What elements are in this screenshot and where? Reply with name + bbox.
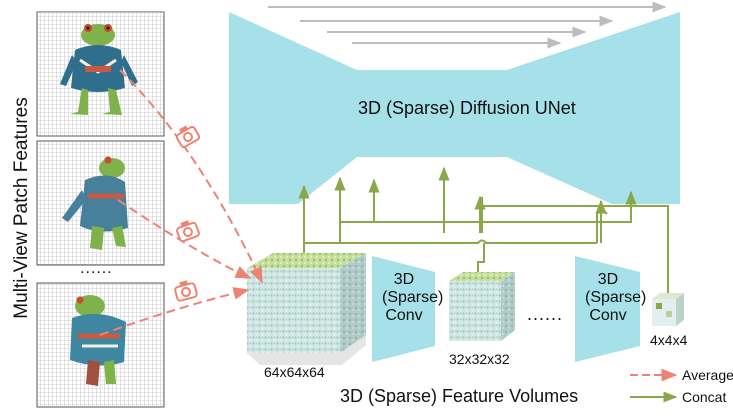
conv-block-1-label: 3D (Sparse) Conv <box>382 271 444 324</box>
camera-icon <box>175 125 201 148</box>
volumes-label: 3D (Sparse) Feature Volumes <box>340 386 579 406</box>
concat-arrows <box>298 166 669 294</box>
frog-render <box>70 295 126 386</box>
unet-label: 3D (Sparse) Diffusion UNet <box>358 98 576 118</box>
frog-render <box>62 156 128 250</box>
conv-block-1 <box>372 256 435 362</box>
skip-connections <box>268 1 667 49</box>
average-arrows <box>99 69 263 336</box>
size-label-32: 32x32x32 <box>449 351 510 367</box>
feature-volume-4 <box>652 293 684 326</box>
legend-average-label: Average <box>682 367 733 383</box>
feature-volume-32 <box>449 272 515 341</box>
ellipsis-views: ...... <box>80 260 113 277</box>
size-label-64: 64x64x64 <box>264 364 325 380</box>
camera-icon <box>174 280 198 302</box>
conv-block-2 <box>575 256 640 362</box>
side-label: Multi-View Patch Features <box>11 97 32 319</box>
ellipsis-volumes: ...... <box>527 304 564 324</box>
size-label-4: 4x4x4 <box>650 332 688 348</box>
legend-concat-label: Concat <box>682 389 727 405</box>
camera-icon <box>176 220 200 243</box>
conv-block-2-label: 3D (Sparse) Conv <box>585 271 647 324</box>
frog-render <box>60 24 138 115</box>
feature-volume-64 <box>247 253 366 365</box>
